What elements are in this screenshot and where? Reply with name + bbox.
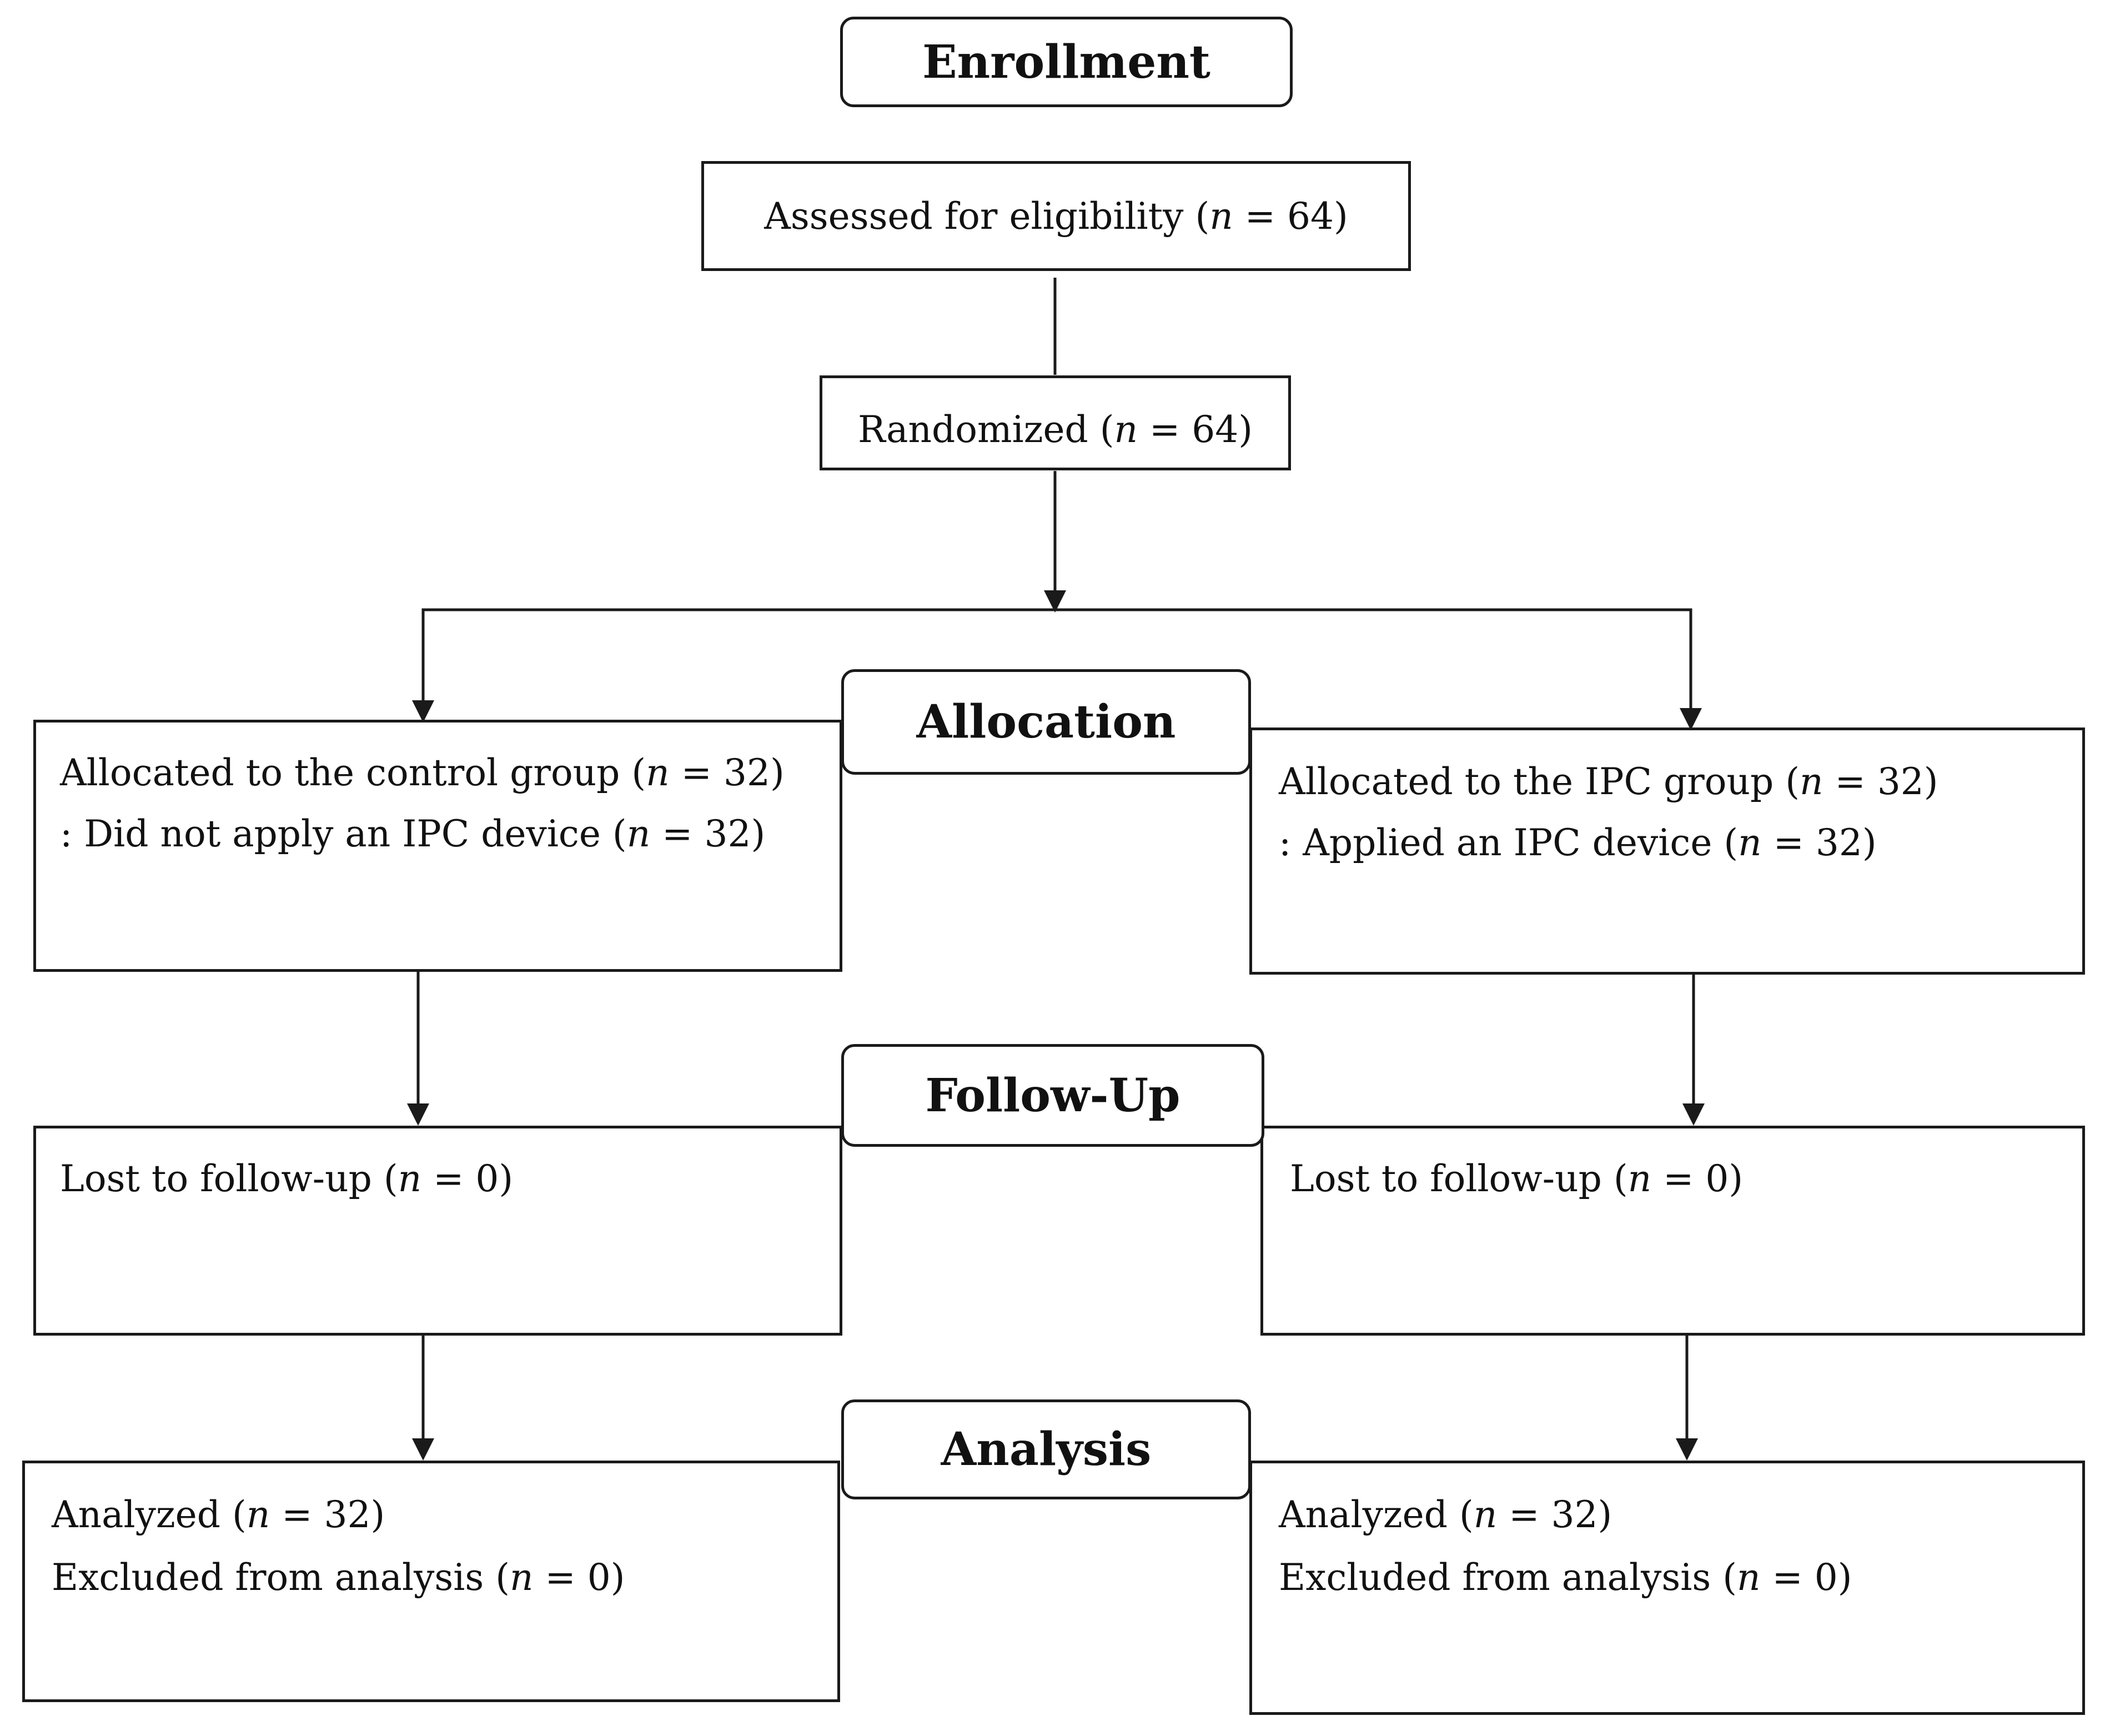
ipc-analysis-box: Analyzed (n = 32) Excluded from analysis… — [1249, 1461, 2085, 1715]
ipc-allocation-box: Allocated to the IPC group (n = 32) : Ap… — [1249, 727, 2085, 975]
stage-analysis-label: Analysis — [941, 1423, 1152, 1476]
control-allocated-text: Allocated to the control group (n = 32) — [60, 751, 785, 794]
control-analyzed-text: Analyzed (n = 32) — [52, 1493, 385, 1536]
ipc-lost-text: Lost to follow-up (n = 0) — [1290, 1157, 1744, 1200]
stage-analysis: Analysis — [841, 1399, 1251, 1499]
control-allocation-box: Allocated to the control group (n = 32) … — [33, 720, 842, 972]
ipc-intervention-text: : Applied an IPC device (n = 32) — [1279, 821, 1877, 864]
ipc-excluded-text: Excluded from analysis (n = 0) — [1279, 1556, 1852, 1599]
control-intervention-text: : Did not apply an IPC device (n = 32) — [60, 812, 766, 855]
stage-enrollment: Enrollment — [840, 17, 1293, 107]
ipc-followup-box: Lost to follow-up (n = 0) — [1260, 1126, 2085, 1336]
control-analysis-box: Analyzed (n = 32) Excluded from analysis… — [22, 1461, 840, 1702]
control-followup-box: Lost to follow-up (n = 0) — [33, 1126, 842, 1336]
assessed-box: Assessed for eligibility (n = 64) — [701, 161, 1411, 271]
stage-follow-up-label: Follow-Up — [925, 1068, 1180, 1122]
randomized-box: Randomized (n = 64) — [820, 375, 1291, 470]
randomized-text: Randomized (n = 64) — [857, 408, 1253, 451]
ipc-analyzed-text: Analyzed (n = 32) — [1279, 1493, 1612, 1536]
stage-enrollment-label: Enrollment — [922, 35, 1210, 89]
stage-allocation: Allocation — [841, 669, 1251, 775]
stage-follow-up: Follow-Up — [841, 1044, 1264, 1147]
control-excluded-text: Excluded from analysis (n = 0) — [52, 1556, 625, 1599]
stage-allocation-label: Allocation — [916, 695, 1176, 749]
control-lost-text: Lost to follow-up (n = 0) — [60, 1157, 514, 1200]
assessed-text: Assessed for eligibility (n = 64) — [764, 194, 1348, 238]
ipc-allocated-text: Allocated to the IPC group (n = 32) — [1279, 760, 1938, 803]
